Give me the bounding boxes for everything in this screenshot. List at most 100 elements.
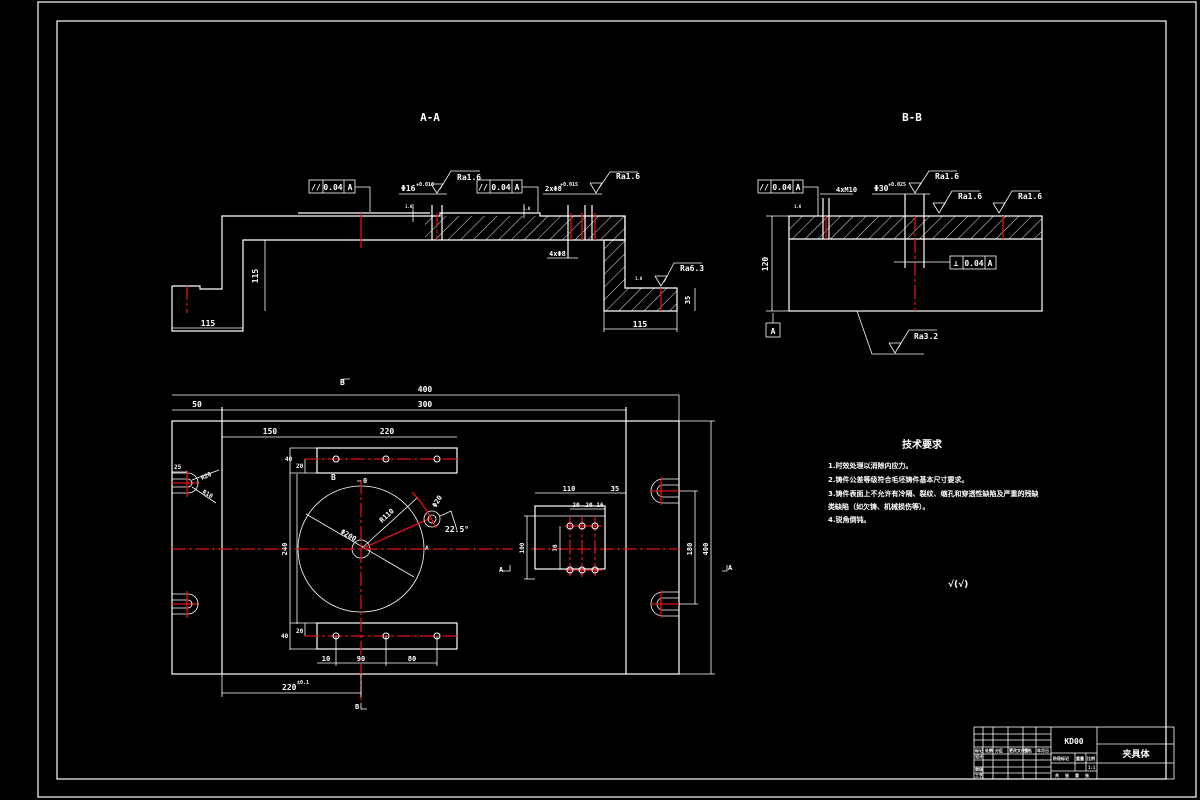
dim-220-tolerance: 220 — [282, 683, 297, 692]
aa-left-outline — [171, 212, 626, 332]
dim-block-20b: 20 — [585, 502, 593, 509]
center-mark: 0 — [363, 477, 367, 485]
tb-role: 工艺 — [975, 772, 983, 778]
left-slot-bottom — [172, 591, 199, 618]
dim-220-tol-sup: ±0.1 — [297, 680, 309, 686]
sheet-inner-border — [56, 20, 1167, 780]
tb-label: 年月日 — [1037, 747, 1049, 753]
section-a-a-title: A-A — [420, 111, 440, 124]
parallelism-symbol: // — [478, 183, 488, 192]
aa-hole-count-dim: 4xΦ8 — [549, 250, 566, 258]
datum-a-label: A — [771, 327, 776, 336]
roughness-value: Ra3.2 — [914, 332, 938, 341]
bb-perpendicularity-frame: ⊥ 0.04 A — [949, 255, 997, 270]
dim-150: 150 — [263, 427, 278, 436]
bolt-hole — [433, 455, 441, 463]
aa-dim-right-height: 35 — [684, 296, 692, 304]
aa-tolerance-frame-1: // 0.04 A — [308, 179, 371, 212]
aa-dim-height: 115 — [251, 269, 260, 284]
tb-scale-label: 比例 — [1087, 755, 1095, 761]
tb-scale-value: 1:1 — [1088, 765, 1096, 770]
general-roughness-note: √(√) — [948, 579, 968, 590]
bolt-hole — [332, 455, 340, 463]
angle-dim-arc — [439, 510, 458, 531]
block-hole — [566, 566, 574, 574]
dim-slot-spacing: 180 — [686, 543, 694, 556]
section-arrow — [503, 565, 511, 572]
roughness-value: Ra1.6 — [958, 192, 982, 201]
dim-angle: 22.5° — [445, 525, 469, 534]
bb-roughness-bottom: Ra3.2 — [856, 310, 938, 355]
dim-radius: R110 — [378, 507, 396, 524]
aa-bore2-dim: 2xΦ8 — [545, 185, 562, 193]
bolt-hole — [382, 455, 390, 463]
bb-roughness-1: Ra1.6 — [908, 170, 959, 194]
dim-block-height: 100 — [519, 542, 526, 553]
bb-roughness-3: Ra1.6 — [992, 190, 1042, 214]
datum-letter: A — [796, 183, 801, 192]
tolerance-value: 0.04 — [964, 259, 983, 268]
title-block: KD00 夹具体 标记 处数 分区 更改文件号 签名 年月日 设计 审核 工艺 … — [973, 726, 1175, 780]
section-mark-a-left: A — [499, 566, 504, 574]
tb-sheet-text: 张 — [1065, 772, 1070, 778]
angle-ref-line — [360, 517, 432, 550]
drawing-code: KD00 — [1064, 737, 1083, 746]
right-slot-bottom — [650, 590, 679, 618]
block-hole — [566, 522, 574, 530]
dim-block-inner: 70 — [552, 544, 559, 552]
section-arrow — [342, 378, 350, 383]
bb-small-note: 1.6 — [794, 204, 802, 209]
section-mark-b-bottom: B — [355, 703, 359, 711]
tb-label: 标记 — [974, 747, 983, 753]
datum-letter: A — [988, 259, 993, 268]
tb-sheet-text: 张 — [1085, 772, 1090, 778]
section-mark-b-top: B — [340, 378, 345, 387]
parallelism-symbol: // — [311, 183, 321, 192]
tb-stage-label: 阶段标记 — [1053, 755, 1069, 761]
aa-bore-dim: Φ16 — [401, 184, 416, 193]
aa-bore-tol: +0.018 — [416, 182, 434, 188]
datum-letter: A — [348, 183, 353, 192]
tb-role: 审核 — [975, 766, 983, 772]
aa-small-note: 1.6 — [405, 204, 413, 209]
roughness-value: Ra1.6 — [616, 172, 640, 181]
dim-rail-bottom: 40 — [281, 633, 289, 640]
parallelism-symbol: // — [759, 183, 769, 192]
dim-overall-width: 400 — [418, 385, 433, 394]
tb-label: 分区 — [995, 747, 1003, 753]
diameter-leader — [305, 513, 415, 578]
block-hole — [591, 566, 599, 574]
dim-circle-diameter: Φ200 — [339, 528, 358, 543]
section-arrow — [360, 703, 367, 710]
section-b-b: B-B // 0.04 A 4xM10 Φ30 +0.025 Ra1.6 — [757, 111, 1043, 355]
dim-10: 10 — [322, 655, 330, 663]
top-rail — [316, 447, 458, 474]
block-hole — [591, 522, 599, 530]
block-hole — [578, 566, 586, 574]
tolerance-value: 0.04 — [323, 183, 342, 192]
bb-dim-height: 120 — [761, 257, 770, 272]
dim-block-35: 35 — [611, 485, 619, 493]
dim-240: 240 — [281, 543, 289, 556]
tb-role: 设计 — [975, 753, 983, 759]
index-pin-inner — [427, 514, 437, 524]
dim-rail-bottom-inner: 20 — [296, 628, 304, 635]
radius-leader — [360, 497, 418, 550]
aa-roughness-1: Ra1.6 — [430, 170, 481, 194]
section-a-a: A-A // — [171, 111, 704, 332]
roughness-value: Ra1.6 — [457, 173, 481, 182]
dim-block-20a: 20 — [572, 502, 580, 509]
dim-80: 80 — [408, 655, 416, 663]
aa-tolerance-frame-2: // 0.04 A — [476, 179, 539, 212]
bb-hole-dim: 4xM10 — [836, 186, 857, 194]
tb-weight-label: 重量 — [1076, 755, 1084, 761]
bb-bore-tol: +0.025 — [888, 182, 906, 188]
tech-req-item: 3.铸件表面上不允许有冷隔、裂纹、缩孔和穿透性缺陷及严重的残缺 — [828, 489, 1040, 498]
roughness-value: Ra1.6 — [1018, 192, 1042, 201]
aa-roughness-2: Ra1.6 — [589, 171, 640, 194]
block-hole — [578, 522, 586, 530]
datum-letter: A — [515, 183, 520, 192]
bb-tolerance-frame: // 0.04 A — [757, 179, 819, 216]
left-slot-top — [172, 470, 199, 497]
